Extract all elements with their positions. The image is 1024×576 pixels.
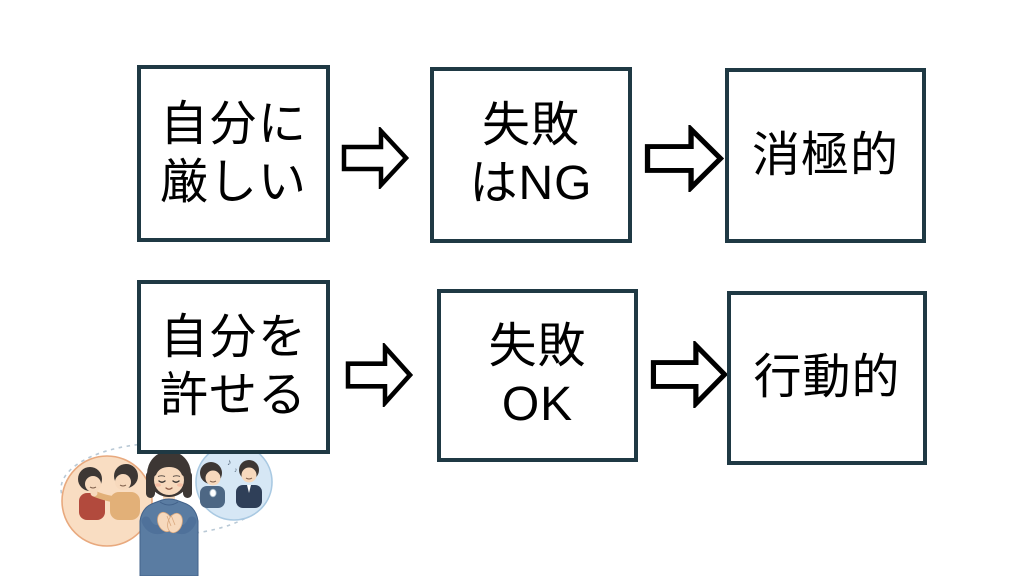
self-compassion-illustration: ♪ ♪: [60, 442, 273, 576]
block-arrow-icon: [650, 339, 729, 410]
music-note-icon: ♪: [227, 457, 232, 467]
box-text-line: 行動的: [753, 351, 901, 405]
box-text-line: 失敗: [488, 319, 587, 373]
box-text-line: 自分を: [159, 311, 307, 365]
flow-box-forgive-self: 自分を 許せる: [137, 280, 330, 454]
block-arrow-icon: [644, 123, 725, 194]
music-note-icon: ♪: [234, 467, 238, 474]
left-memory-bubble: [61, 455, 153, 547]
flow-box-text: 自分を 許せる: [160, 309, 307, 424]
central-woman-figure: [139, 451, 199, 576]
flow-box-failure-ng: 失敗 はNG: [430, 67, 632, 243]
box-text-line: 自分に: [159, 97, 307, 151]
box-text-line: はNG: [469, 157, 593, 210]
flow-box-failure-ok: 失敗 OK: [437, 289, 638, 462]
block-arrow-icon: [345, 341, 414, 409]
box-text-line: 失敗: [481, 99, 580, 153]
right-memory-bubble: ♪ ♪: [195, 443, 273, 521]
flow-box-passive: 消極的: [725, 68, 926, 243]
box-text-line: 厳しい: [159, 155, 307, 209]
box-text-line: 消極的: [751, 128, 899, 182]
block-arrow-icon: [341, 125, 410, 191]
flow-box-text: 失敗 OK: [488, 318, 586, 433]
flow-box-text: 行動的: [753, 349, 900, 407]
box-text-line: 許せる: [159, 369, 307, 422]
box-text-line: OK: [501, 377, 574, 431]
flow-box-text: 失敗 はNG: [469, 97, 592, 212]
flow-box-text: 消極的: [752, 127, 899, 185]
flow-box-strict-self: 自分に 厳しい: [137, 65, 330, 242]
flow-box-text: 自分に 厳しい: [160, 96, 307, 211]
flow-box-active: 行動的: [727, 291, 927, 465]
